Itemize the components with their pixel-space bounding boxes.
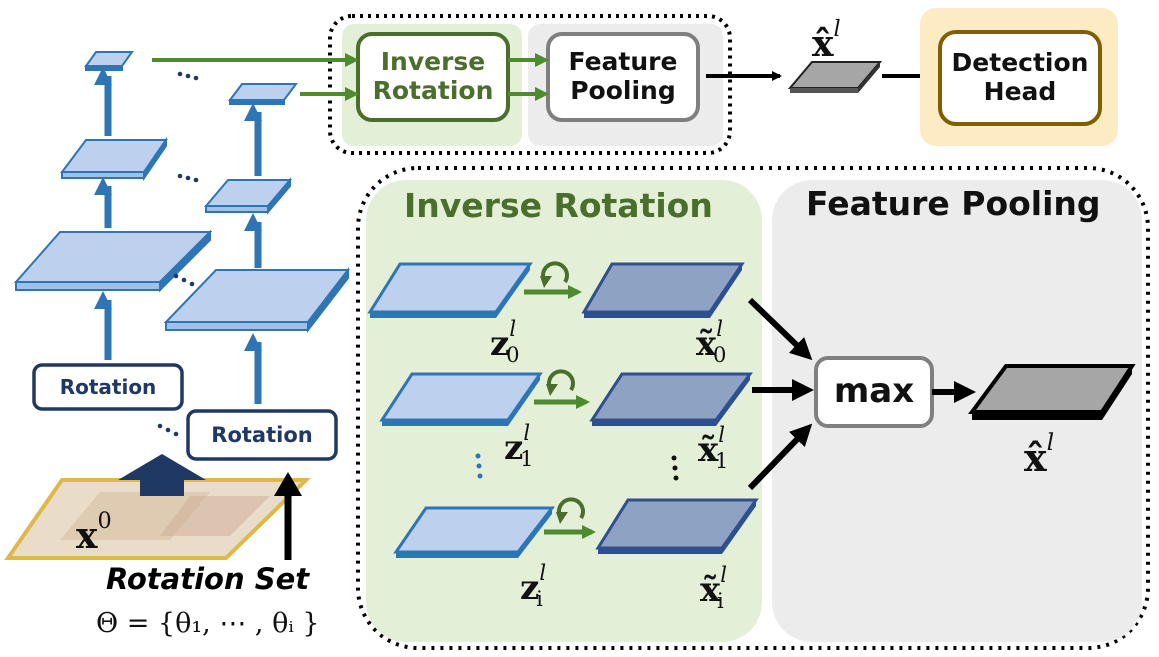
input-up-arrow bbox=[118, 454, 206, 496]
output-feature-plane bbox=[968, 364, 1136, 420]
top-module-dotted-frame bbox=[328, 14, 732, 155]
pyramid-ellipsis bbox=[157, 71, 199, 437]
input-image-plane bbox=[4, 478, 311, 560]
rotation-box-2 bbox=[186, 409, 338, 461]
detection-head-box bbox=[938, 30, 1102, 126]
xi-tilde-plane bbox=[595, 498, 759, 554]
z1-plane bbox=[379, 372, 543, 426]
rotate-icon-i bbox=[557, 497, 585, 520]
top-feature-pooling-box bbox=[546, 32, 700, 122]
pyramid-level-2-top bbox=[228, 83, 298, 105]
pyramid-level-2-bottom bbox=[163, 267, 351, 333]
rotation-box-1 bbox=[32, 363, 184, 411]
pyramid-level-1-top bbox=[84, 51, 134, 71]
detection-head-label: Detection Head bbox=[951, 48, 1089, 106]
z0-plane bbox=[367, 262, 533, 318]
rotation-set-title: Rotation Set bbox=[106, 562, 310, 596]
detail-feature-pooling-bg bbox=[772, 180, 1142, 642]
z0-label: zl0 bbox=[490, 316, 520, 368]
z1-label: zl1 bbox=[504, 420, 534, 472]
x1-tilde-label: x̃l1 bbox=[698, 422, 729, 474]
zi-plane bbox=[393, 506, 556, 558]
detail-dotted-frame bbox=[356, 166, 1150, 650]
rotation-set-formula: Θ = {θ₁, ⋯ , θᵢ } bbox=[96, 608, 320, 639]
xi-tilde-label: x̃li bbox=[700, 562, 728, 614]
x0-tilde-label: x̃l0 bbox=[696, 316, 727, 368]
x1-tilde-plane bbox=[589, 372, 753, 426]
input-symbol: x0 bbox=[76, 508, 112, 558]
x0-tilde-plane bbox=[581, 262, 745, 318]
row-ellipsis bbox=[475, 453, 679, 481]
top-inverse-rotation-label: Inverse Rotation bbox=[372, 47, 494, 105]
pyramid-level-1-mid bbox=[60, 136, 168, 182]
top-feature-pooling-label: Feature Pooling bbox=[568, 47, 678, 105]
rotate-icon-1 bbox=[547, 369, 575, 392]
rotate-icon-0 bbox=[541, 261, 569, 284]
top-pooled-feature-plane bbox=[787, 61, 883, 93]
detail-feature-pooling-title: Feature Pooling bbox=[806, 184, 1101, 223]
top-inverse-rotation-box bbox=[356, 32, 510, 122]
detail-inverse-rotation-title: Inverse Rotation bbox=[404, 186, 713, 225]
output-feature-label: x̂l bbox=[1024, 428, 1055, 481]
pyramid-level-1-bottom bbox=[13, 229, 213, 293]
zi-label: zli bbox=[520, 560, 547, 612]
rotation-label-1: Rotation bbox=[59, 374, 157, 399]
rotation-label-2: Rotation bbox=[211, 422, 313, 447]
top-pooled-feature-symbol: x̂l bbox=[812, 16, 841, 66]
pyramid-level-2-mid bbox=[203, 177, 293, 215]
max-label: max bbox=[833, 371, 915, 412]
